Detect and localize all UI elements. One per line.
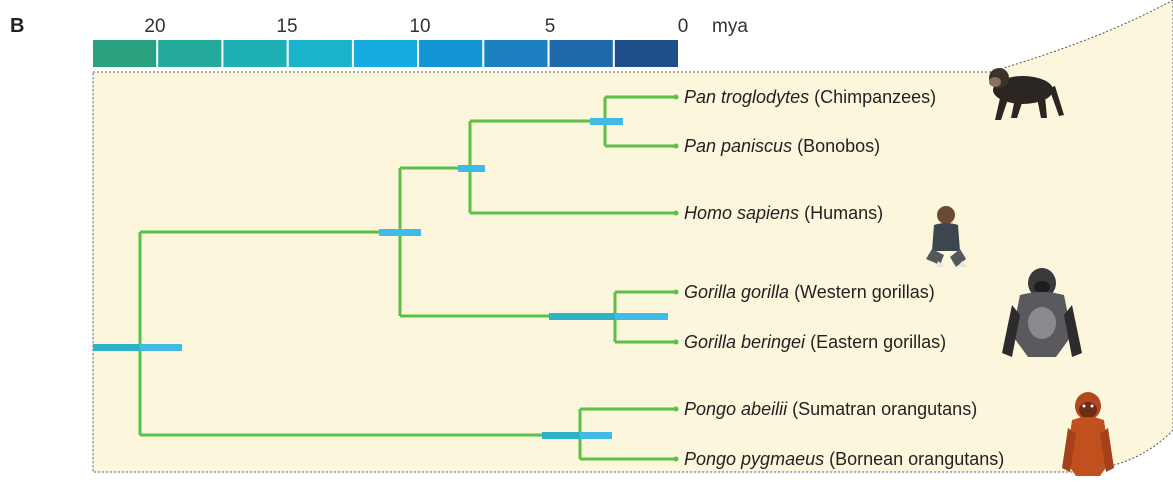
timescale-unit: mya [712, 16, 748, 37]
timescale-segment [419, 40, 482, 67]
timescale-segment [615, 40, 678, 67]
panel-label: B [10, 15, 24, 37]
ci-bar-homo-pan [458, 165, 485, 172]
taxon-label-pan-paniscus: Pan paniscus (Bonobos) [684, 136, 880, 156]
timescale-bar [93, 40, 678, 67]
taxon-label-homo-sapiens: Homo sapiens (Humans) [684, 203, 883, 223]
tick-label-0: 0 [678, 16, 689, 37]
ci-bar-hominine [379, 229, 421, 236]
taxon-label-gorilla-gorilla: Gorilla gorilla (Western gorillas) [684, 282, 935, 302]
tick-label-20: 20 [144, 16, 165, 37]
tick-label-10: 10 [409, 16, 430, 37]
tick-label-5: 5 [545, 16, 556, 37]
timescale-segment [484, 40, 547, 67]
ci-bar-pan [590, 118, 623, 125]
timescale-segment [158, 40, 221, 67]
taxon-label-pan-troglodytes: Pan troglodytes (Chimpanzees) [684, 87, 936, 107]
timescale-segment [93, 40, 156, 67]
tick-label-15: 15 [276, 16, 297, 37]
timescale-segment [550, 40, 613, 67]
taxon-label-pongo-pygmaeus: Pongo pygmaeus (Bornean orangutans) [684, 449, 1004, 469]
taxon-label-pongo-abelii: Pongo abeilii (Sumatran orangutans) [684, 399, 977, 419]
timescale-segment [354, 40, 417, 67]
taxon-label-gorilla-beringei: Gorilla beringei (Eastern gorillas) [684, 332, 946, 352]
panel-background [93, 0, 1173, 472]
timescale-segment [223, 40, 286, 67]
timescale-segment [289, 40, 352, 67]
